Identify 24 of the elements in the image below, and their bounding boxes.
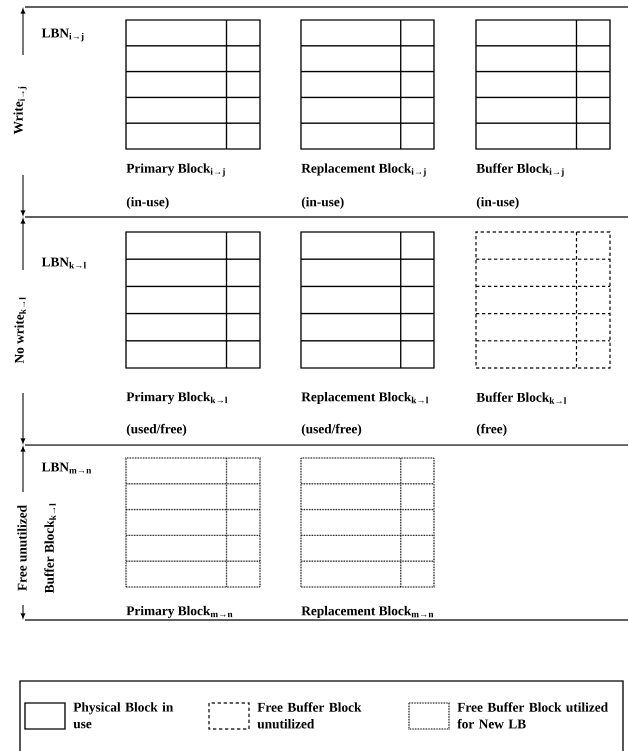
block-label: Replacement Block$_{i→j}$ xyxy=(302,163,426,177)
lbn-label: LBN$_{k→l}$ xyxy=(40,256,88,270)
block-status: (in-use) xyxy=(476,196,519,210)
block-label: Primary Block$_{i→j}$ xyxy=(126,163,225,177)
block-status: (used/free) xyxy=(126,424,186,436)
block-label: Replacement Block$_{m→n}$ xyxy=(302,606,434,618)
band-label: Write$_{i→j}$ xyxy=(12,84,28,136)
legend-text: Physical Block in use xyxy=(73,702,174,728)
block-label: Buffer Block$_{i→j}$ xyxy=(476,163,564,177)
lbn-label: LBN$_{m→n}$ xyxy=(40,461,94,475)
band-label: Free unutilized xyxy=(16,504,28,592)
lbn-label: LBN$_{i→j}$ xyxy=(40,27,86,43)
legend-text: Free Buffer Block utilized for New LB xyxy=(457,702,608,728)
band-label: Buffer Block$_{k→l}$ xyxy=(42,501,58,595)
block-status: (free) xyxy=(476,424,506,436)
block-label: Primary Block$_{m→n}$ xyxy=(126,606,232,618)
block-label: Buffer Block$_{k→l}$ xyxy=(476,392,566,404)
block-status: (in-use) xyxy=(126,196,169,210)
block-label: Primary Block$_{k→l}$ xyxy=(126,392,228,404)
block-status: (used/free) xyxy=(302,424,362,436)
band-label: No write$_{k→l}$ xyxy=(13,295,27,365)
legend-text: Free Buffer Block unutilized xyxy=(257,702,362,728)
block-status: (in-use) xyxy=(302,196,344,210)
block-label: Replacement Block$_{k→l}$ xyxy=(302,392,428,404)
